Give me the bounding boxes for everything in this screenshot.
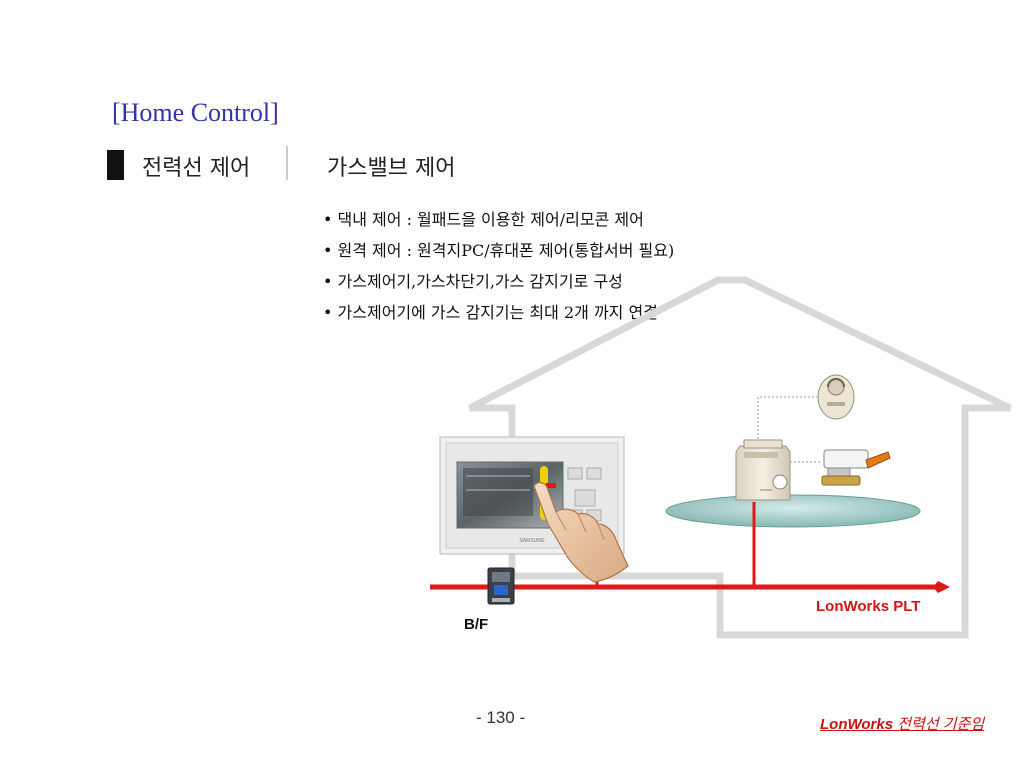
footer-brand: LonWorks xyxy=(820,716,894,733)
circuit-breaker-icon xyxy=(487,567,515,605)
bullet-item: 가스제어기,가스차단기,가스 감지기로 구성 xyxy=(323,266,674,297)
device-platform xyxy=(665,494,921,528)
feature-bullet-list: 댁내 제어 : 월패드을 이용한 제어/리모콘 제어 원격 제어 : 원격지PC… xyxy=(323,204,675,328)
subtitle-main: 전력선 제어 xyxy=(142,156,251,181)
wallpad-device-icon: SAMSUNG xyxy=(439,436,625,555)
wallpad-brand: SAMSUNG xyxy=(519,538,544,544)
gas-valve-icon xyxy=(821,449,891,486)
page-number: - 130 - xyxy=(476,708,526,727)
gas-controller-icon xyxy=(735,439,791,501)
network-label: LonWorks PLT xyxy=(816,598,921,615)
slide-title: [Home Control] xyxy=(112,98,279,127)
power-line-arrowhead xyxy=(933,581,950,593)
subtitle-marker xyxy=(107,150,124,180)
footer-note: LonWorks 전력선 기준임 xyxy=(820,713,984,734)
subtitle-separator xyxy=(286,146,288,180)
breaker-label: B/F xyxy=(464,616,489,633)
bullet-item: 가스제어기에 가스 감지기는 최대 2개 까지 연결 xyxy=(323,297,674,328)
pointing-hand-icon xyxy=(533,481,629,583)
footer-text: 전력선 기준임 xyxy=(897,716,985,733)
gas-detector-icon xyxy=(817,374,855,420)
bullet-item: 댁내 제어 : 월패드을 이용한 제어/리모콘 제어 xyxy=(323,204,674,235)
sensor-connector xyxy=(757,396,818,440)
subtitle-sub: 가스밸브 제어 xyxy=(327,156,456,181)
bullet-item: 원격 제어 : 원격지PC/휴대폰 제어(통합서버 필요) xyxy=(323,235,675,266)
